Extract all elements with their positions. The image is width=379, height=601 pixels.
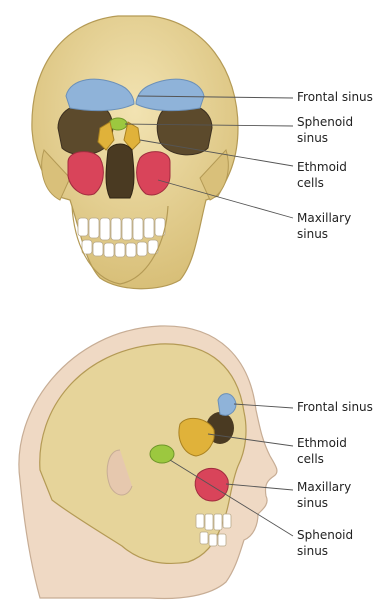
label-sphenoid-front-line2: sinus [297, 131, 328, 146]
label-maxillary-side-line2: sinus [297, 496, 328, 511]
maxillary-sinus-right [137, 152, 170, 195]
label-sphenoid-side-line1: Sphenoid [297, 528, 353, 543]
label-ethmoid-front-line1: Ethmoid [297, 160, 347, 175]
label-maxillary-side-line1: Maxillary [297, 480, 351, 495]
front-view-panel: Frontal sinus Sphenoid sinus Ethmoid cel… [0, 0, 379, 300]
label-sphenoid-side-line2: sinus [297, 544, 328, 559]
label-frontal-sinus-side: Frontal sinus [297, 400, 373, 415]
label-ethmoid-side-line1: Ethmoid [297, 436, 347, 451]
label-maxillary-front-line2: sinus [297, 227, 328, 242]
label-ethmoid-side-line2: cells [297, 452, 324, 467]
side-maxillary-sinus [195, 468, 228, 501]
label-frontal-sinus-front: Frontal sinus [297, 90, 373, 105]
front-skull-illustration [0, 0, 379, 300]
label-sphenoid-front-line1: Sphenoid [297, 115, 353, 130]
label-maxillary-front-line1: Maxillary [297, 211, 351, 226]
nasal-cavity [106, 144, 134, 198]
side-view-panel: Frontal sinus Ethmoid cells Maxillary si… [0, 300, 379, 601]
side-frontal-sinus [218, 394, 236, 416]
label-ethmoid-front-line2: cells [297, 176, 324, 191]
